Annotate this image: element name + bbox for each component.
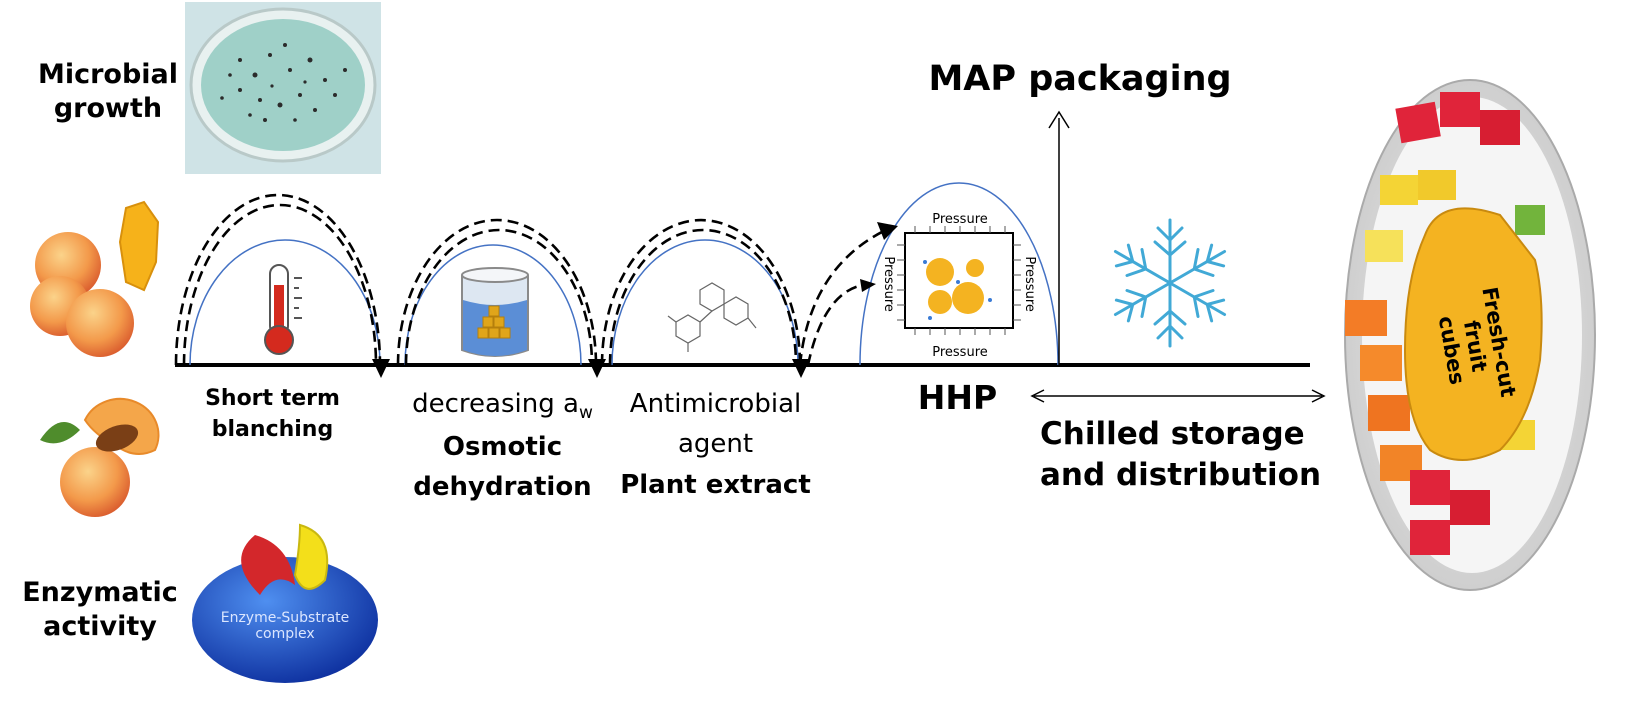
hhp-pressure-icon [897, 226, 1021, 335]
fruit-bowl-image [1344, 79, 1596, 591]
molecule-icon [667, 282, 757, 352]
antimicrobial-arch [611, 239, 799, 366]
antimicrobial-hurdle-arrow-outer [600, 218, 802, 366]
peach-images [30, 200, 160, 357]
map-packaging-label: MAP packaging [928, 59, 1232, 99]
apricot-image [40, 397, 160, 517]
pressure-label-left: Pressure [881, 256, 897, 312]
osmotic-hurdle-arrow-inner [404, 228, 594, 366]
antimicrobial-agent-label: Antimicrobial agent Plant extract [620, 389, 811, 500]
enzyme-substrate-image [192, 523, 378, 683]
thermometer-icon [264, 264, 302, 355]
pressure-label-top: Pressure [932, 212, 988, 227]
microbial-growth-label: Microbial growth [37, 59, 179, 124]
hhp-arch [859, 182, 1059, 366]
enzymatic-activity-label: Enzymatic activity [22, 577, 178, 642]
osmotic-hurdle-arrow-outer [396, 218, 598, 366]
hhp-label: HHP [917, 378, 998, 417]
chilled-storage-label: Chilled storage and distribution [1040, 416, 1322, 493]
water-activity-text: decreasing a [412, 389, 579, 419]
hhp-hurdle-arrow-outer [798, 226, 891, 366]
osmotic-dehydration-label: decreasing aw Osmotic dehydration [412, 389, 593, 502]
water-activity-subscript: w [578, 403, 593, 424]
antimicrobial-hurdle-arrow-inner [608, 228, 798, 366]
petri-dish-image [185, 2, 381, 174]
map-arrowhead [1048, 110, 1070, 129]
beaker-icon [461, 267, 529, 357]
blanching-hurdle-arrow-inner [182, 203, 378, 366]
enzyme-complex-label: Enzyme-Substrate complex [220, 610, 350, 643]
blanching-label: Short term blanching [205, 386, 340, 442]
pressure-label-bottom: Pressure [932, 345, 988, 360]
pressure-label-right: Pressure [1022, 256, 1038, 312]
snowflake-icon [1106, 218, 1234, 348]
hurdle-arrowheads [372, 222, 898, 378]
